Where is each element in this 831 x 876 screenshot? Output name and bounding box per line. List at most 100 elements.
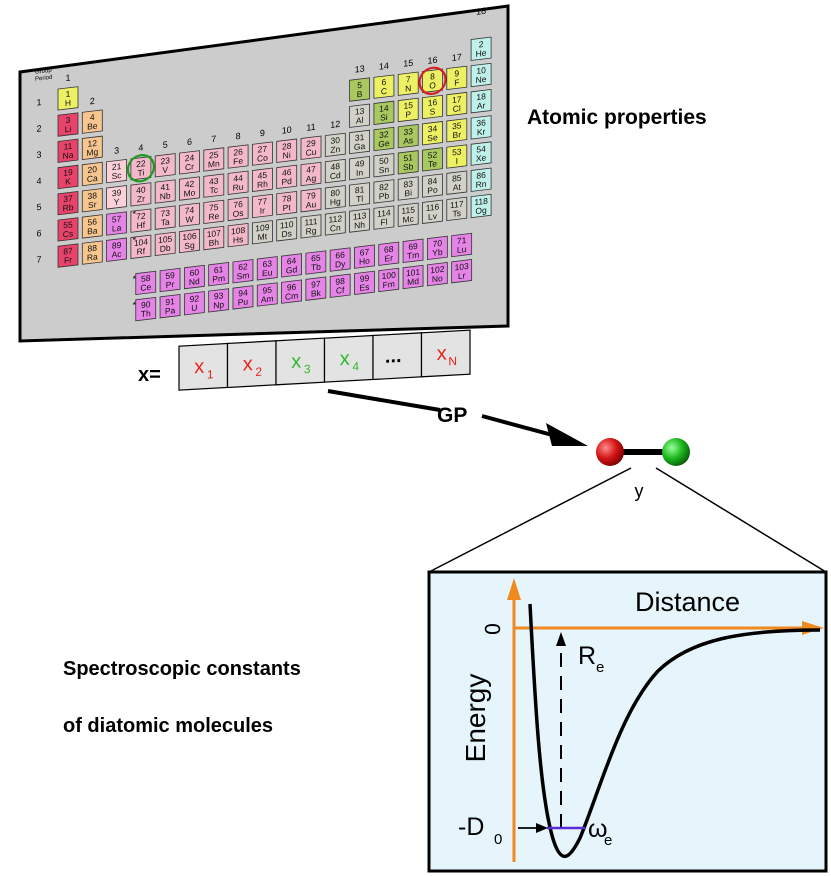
element-symbol: Zr xyxy=(137,193,145,204)
element-number: 94 xyxy=(238,287,248,298)
feature-symbol: x xyxy=(194,356,204,379)
element-number: 20 xyxy=(88,164,98,175)
element-symbol: Bh xyxy=(209,237,220,248)
feature-symbol: ... xyxy=(385,345,402,368)
element-cell: 6C xyxy=(373,74,395,99)
element-box xyxy=(81,109,103,134)
d0-arrow-head xyxy=(536,823,548,833)
element-number: 21 xyxy=(112,161,122,172)
element-symbol: Xe xyxy=(476,152,487,163)
highlight-circle-green xyxy=(126,153,155,183)
element-box xyxy=(135,270,157,296)
element-number: 10 xyxy=(476,65,486,76)
element-number: 43 xyxy=(209,176,219,187)
element-symbol: Ni xyxy=(283,150,291,161)
element-number: 111 xyxy=(305,216,318,228)
element-symbol: Lr xyxy=(458,270,466,281)
element-box xyxy=(373,100,395,125)
element-number: 61 xyxy=(214,264,224,275)
gp-arrow-head xyxy=(546,423,588,446)
group-number: 3 xyxy=(114,145,119,156)
element-number: 85 xyxy=(452,173,462,184)
omega-subscript: e xyxy=(604,832,612,849)
group-number: 9 xyxy=(260,128,265,139)
element-symbol: Am xyxy=(261,293,274,304)
element-box xyxy=(329,273,351,298)
element-symbol: Sg xyxy=(184,240,195,251)
element-symbol: Sm xyxy=(237,270,250,281)
element-symbol: W xyxy=(185,214,194,225)
element-box xyxy=(446,170,468,195)
element-cell: 15P xyxy=(397,97,419,123)
element-number: 73 xyxy=(160,208,170,219)
element-number: 58 xyxy=(141,273,151,284)
feature-symbol: x xyxy=(437,342,447,365)
element-cell: 4Be xyxy=(81,109,103,134)
element-number: 117 xyxy=(450,199,464,211)
element-box xyxy=(349,129,371,155)
element-number: 39 xyxy=(112,187,122,198)
element-symbol: Mt xyxy=(258,231,268,242)
element-symbol: Hf xyxy=(137,220,146,231)
element-symbol: Nb xyxy=(160,190,171,201)
element-box xyxy=(106,211,127,236)
element-symbol: Rf xyxy=(137,246,146,257)
element-box xyxy=(470,115,492,140)
element-number: 19 xyxy=(63,167,73,178)
element-symbol: Hg xyxy=(330,196,341,207)
element-symbol: Cs xyxy=(63,228,73,239)
element-symbol: K xyxy=(65,176,71,187)
element-number: 4 xyxy=(90,112,95,123)
element-number: 89 xyxy=(112,240,122,251)
element-number: 50 xyxy=(379,155,389,166)
element-symbol: La xyxy=(112,222,122,233)
feature-vector-label: x= xyxy=(138,364,161,386)
element-box xyxy=(397,150,419,175)
element-symbol: Fr xyxy=(64,255,72,266)
element-number: 53 xyxy=(452,146,462,157)
element-symbol: At xyxy=(453,182,462,193)
element-number: 11 xyxy=(64,141,73,152)
element-number: 99 xyxy=(360,273,370,284)
element-box xyxy=(154,231,176,257)
element-box xyxy=(57,112,79,137)
element-number: 26 xyxy=(233,146,243,157)
element-number: 102 xyxy=(430,264,444,276)
feature-symbol: x xyxy=(291,350,301,373)
element-box xyxy=(203,199,225,224)
element-box xyxy=(426,261,448,287)
group-number: 8 xyxy=(236,131,241,142)
element-number: 44 xyxy=(233,173,243,184)
element-box xyxy=(57,217,79,242)
element-box xyxy=(232,259,254,284)
element-symbol: Ca xyxy=(87,173,98,184)
element-number: 51 xyxy=(403,152,413,163)
element-symbol: Ir xyxy=(260,205,265,216)
group-number: 17 xyxy=(452,52,462,63)
feature-cell: ... xyxy=(372,332,423,381)
element-box xyxy=(281,253,302,278)
element-number: 28 xyxy=(282,141,292,152)
element-box xyxy=(324,132,346,158)
element-symbol: Bk xyxy=(311,288,322,299)
element-symbol: Ho xyxy=(359,255,370,266)
element-box xyxy=(276,217,298,242)
element-box xyxy=(57,243,79,268)
